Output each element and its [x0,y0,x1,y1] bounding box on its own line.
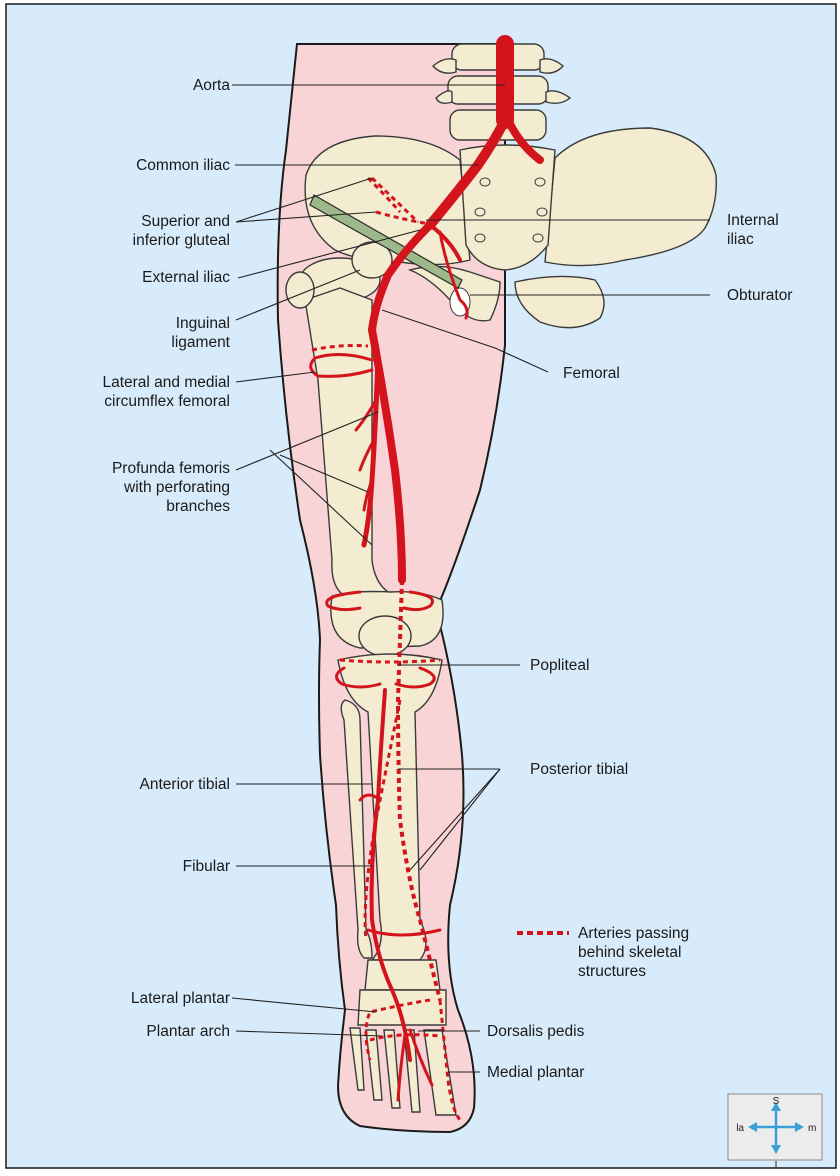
label-common-iliac: Common iliac [136,157,230,174]
label-dorsalis-pedis: Dorsalis pedis [487,1023,585,1040]
compass-medial: m [808,1123,816,1134]
label-inguinal-line1: Inguinal [176,315,230,332]
label-external-iliac: External iliac [142,269,230,286]
label-internal-iliac-line1: Internal [727,212,779,229]
label-sup-inf-gluteal-line1: Superior and [141,213,230,230]
label-circumflex-line2: circumflex femoral [104,393,230,410]
label-aorta: Aorta [193,77,230,94]
orientation-compass: S I la m [728,1094,822,1171]
legend-text-line2: behind skeletal [578,944,681,961]
label-profunda-line3: branches [166,498,230,515]
label-lateral-plantar: Lateral plantar [131,990,230,1007]
label-fibular: Fibular [183,858,230,875]
label-profunda-line1: Profunda femoris [112,460,230,477]
compass-superior: S [773,1096,780,1107]
legend-text-line3: structures [578,963,646,980]
compass-inferior: I [775,1160,778,1171]
label-inguinal-line2: ligament [171,334,230,351]
label-profunda-line2: with perforating [123,479,230,496]
label-internal-iliac-line2: iliac [727,231,754,248]
label-popliteal: Popliteal [530,657,589,674]
label-medial-plantar: Medial plantar [487,1064,584,1081]
label-anterior-tibial: Anterior tibial [140,776,230,793]
label-plantar-arch: Plantar arch [146,1023,230,1040]
legend-text-line1: Arteries passing [578,925,689,942]
patella [359,616,411,656]
label-sup-inf-gluteal-line2: inferior gluteal [133,232,230,249]
compass-lateral: la [736,1123,744,1134]
label-obturator: Obturator [727,287,792,304]
label-circumflex-line1: Lateral and medial [102,374,230,391]
label-femoral: Femoral [563,365,620,382]
label-posterior-tibial: Posterior tibial [530,761,628,778]
